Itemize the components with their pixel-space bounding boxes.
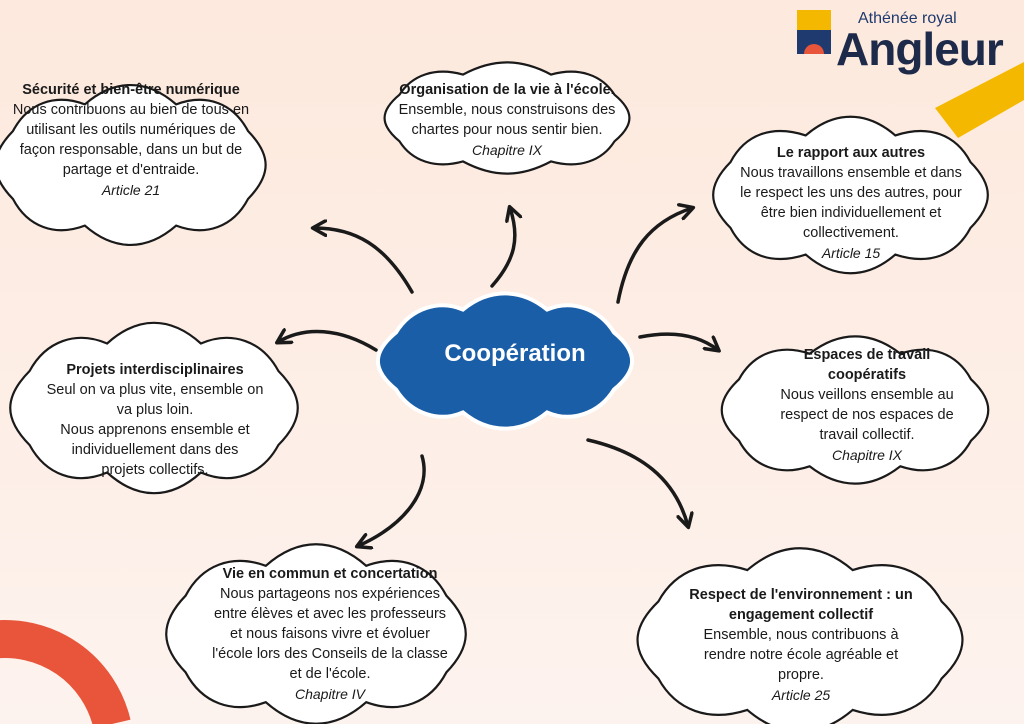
cloud-vie [165,543,467,724]
connector-environnement [586,438,688,526]
node-line: projets collectifs. [101,462,209,478]
cloud-projets [9,321,299,495]
node-line: Seul on va plus vite, ensemble on [46,382,264,398]
node-title: Espaces de travail coopératifs [803,347,931,383]
node-line: Ensemble, nous construisons des [398,102,616,118]
node-line: entre élèves et avec les professeurs [213,606,447,622]
node-title: Vie en commun et concertation [222,566,438,582]
node-line: Nous contribuons au bien de tous en [12,102,250,118]
connector-espaces [638,332,718,350]
node-line: utilisant les outils numériques de [26,122,236,138]
node-line: et de l'école. [289,666,371,682]
center-cloud [376,291,634,431]
node-title: Projets interdisciplinaires [66,362,244,378]
node-line: chartes pour nous sentir bien. [411,122,603,138]
node-line: travail collectif. [819,427,915,443]
node-line: et nous faisons vivre et évoluer [230,626,430,642]
node-line: respect de nos espaces de [780,407,954,423]
node-line: va plus loin. [116,402,194,418]
logo-superscript: Athénée royal [858,10,957,27]
node-projets: Projets interdisciplinaires Seul on va p… [28,360,282,480]
node-reference: Chapitre IX [471,142,543,158]
node-vie: Vie en commun et concertation Nous parta… [195,564,465,704]
node-espaces: Espaces de travail coopératifs Nous veil… [770,345,964,465]
node-title: Sécurité et bien-être numérique [22,82,240,98]
center-label: Coopération [444,340,586,367]
logo-name: Angleur [836,23,1004,75]
node-line: Ensemble, nous contribuons à [703,627,899,643]
school-logo: Athénée royal Angleur [796,6,1006,75]
node-environnement: Respect de l'environnement : un engageme… [668,585,934,705]
node-line: partage et d'entraide. [62,162,200,178]
node-reference: Chapitre IX [831,447,903,463]
node-line: individuellement dans des [71,442,239,458]
node-title: Organisation de la vie à l'école. [399,82,615,98]
cloud-environnement [636,547,964,724]
connector-projets [278,332,378,352]
node-line: Nous veillons ensemble au [780,387,954,403]
node-reference: Chapitre IV [294,686,366,702]
node-reference: Article 25 [771,687,831,703]
connector-rapport [616,208,692,304]
connector-securite [314,228,414,294]
node-line: façon responsable, dans un but de [19,142,243,158]
node-line: être bien individuellement et [760,205,942,221]
connector-vie [358,454,426,546]
node-reference: Article 21 [101,182,161,198]
node-title: Respect de l'environnement : un engageme… [689,587,913,623]
node-line: le respect les uns des autres, pour [740,185,962,201]
node-rapport: Le rapport aux autres Nous travaillons e… [718,143,984,263]
cloud-securite [0,84,267,246]
node-line: Nous apprenons ensemble et [60,422,250,438]
node-line: Nous partageons nos expériences [219,586,441,602]
cloud-espaces [720,335,990,485]
node-line: rendre notre école agréable et [703,647,899,663]
school-logo-icon [797,10,831,54]
connector-organisation [490,208,515,288]
node-reference: Article 15 [821,245,881,261]
node-line: propre. [778,667,824,683]
node-line: l'école lors des Conseils de la classe [212,646,448,662]
node-organisation: Organisation de la vie à l'école. Ensemb… [384,80,630,160]
node-securite: Sécurité et bien-être numérique Nous con… [0,80,262,200]
yellow-stripe-decoration [935,62,1024,138]
cloud-organisation [383,61,631,175]
node-line: collectivement. [803,225,899,241]
node-line: Nous travaillons ensemble et dans [740,165,962,181]
node-title: Le rapport aux autres [776,145,926,161]
cloud-rapport [712,115,989,275]
orange-arc-decoration [0,620,131,724]
